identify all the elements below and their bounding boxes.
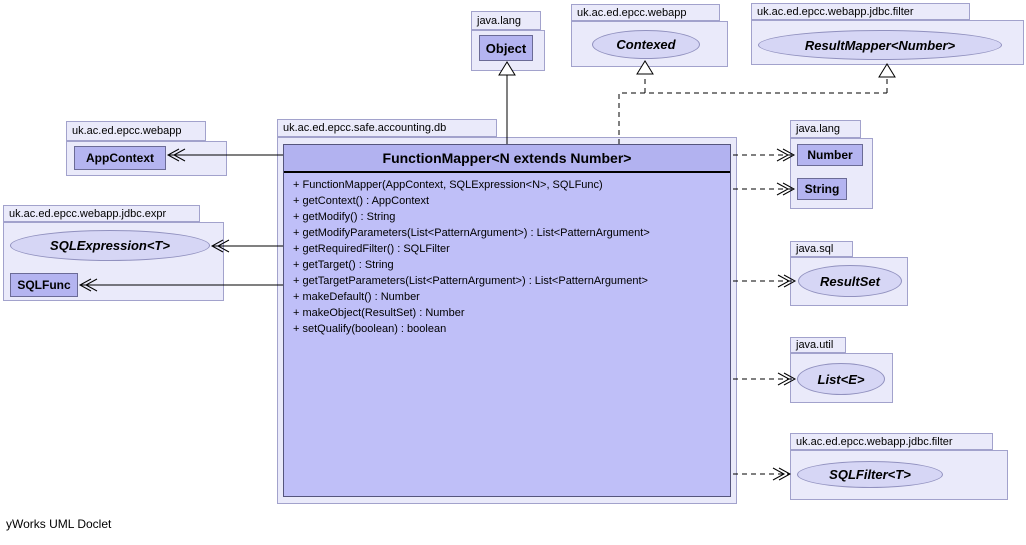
package-tab-filter-bottom: uk.ac.ed.epcc.webapp.jdbc.filter [790,433,993,450]
method-constructor[interactable]: + FunctionMapper(AppContext, SQLExpressi… [293,179,603,191]
package-tab-java-sql: java.sql [790,241,853,257]
edge-implements-result-mapper [878,63,896,93]
edge-depends-number [733,148,796,162]
method-get-modify[interactable]: + getModify() : String [293,211,396,223]
method-get-context[interactable]: + getContext() : AppContext [293,195,430,207]
method-set-qualify[interactable]: + setQualify(boolean) : boolean [293,323,447,335]
class-function-mapper: FunctionMapper<N extends Number> + Funct… [283,144,731,497]
package-tab-java-util: java.util [790,337,846,353]
package-tab-expr-left: uk.ac.ed.epcc.webapp.jdbc.expr [3,205,200,222]
method-get-target[interactable]: + getTarget() : String [293,259,394,271]
class-string[interactable]: String [797,178,847,200]
class-number[interactable]: Number [797,144,863,166]
class-sql-func[interactable]: SQLFunc [10,273,78,297]
method-get-required-filter[interactable]: + getRequiredFilter() : SQLFilter [293,243,450,255]
edge-extends-object [498,61,516,144]
interface-sql-filter[interactable]: SQLFilter<T> [797,461,943,488]
interface-list[interactable]: List<E> [797,363,885,395]
package-tab-java-lang-right: java.lang [790,120,861,138]
class-app-context[interactable]: AppContext [74,146,166,170]
package-tab-java-lang-top: java.lang [471,11,541,30]
edge-depends-sql-filter [733,467,792,481]
method-make-object[interactable]: + makeObject(ResultSet) : Number [293,307,465,319]
class-object[interactable]: Object [479,35,533,61]
class-function-mapper-title[interactable]: FunctionMapper<N extends Number> [284,145,730,173]
edge-depends-list [733,372,797,386]
package-tab-webapp-left: uk.ac.ed.epcc.webapp [66,121,206,141]
method-get-target-parameters[interactable]: + getTargetParameters(List<PatternArgume… [293,275,648,287]
ydoclet-footer-label: yWorks UML Doclet [6,517,112,531]
interface-sql-expression[interactable]: SQLExpression<T> [10,230,210,261]
method-make-default[interactable]: + makeDefault() : Number [293,291,420,303]
package-tab-filter-top: uk.ac.ed.epcc.webapp.jdbc.filter [751,3,970,20]
package-tab-main: uk.ac.ed.epcc.safe.accounting.db [277,119,497,137]
package-tab-webapp-top: uk.ac.ed.epcc.webapp [571,4,720,21]
interface-contexed[interactable]: Contexed [592,30,700,59]
interface-result-mapper[interactable]: ResultMapper<Number> [758,30,1002,60]
edge-depends-result-set [733,274,797,288]
method-get-modify-parameters[interactable]: + getModifyParameters(List<PatternArgume… [293,227,650,239]
interface-result-set[interactable]: ResultSet [798,265,902,297]
edge-depends-string [733,182,796,196]
